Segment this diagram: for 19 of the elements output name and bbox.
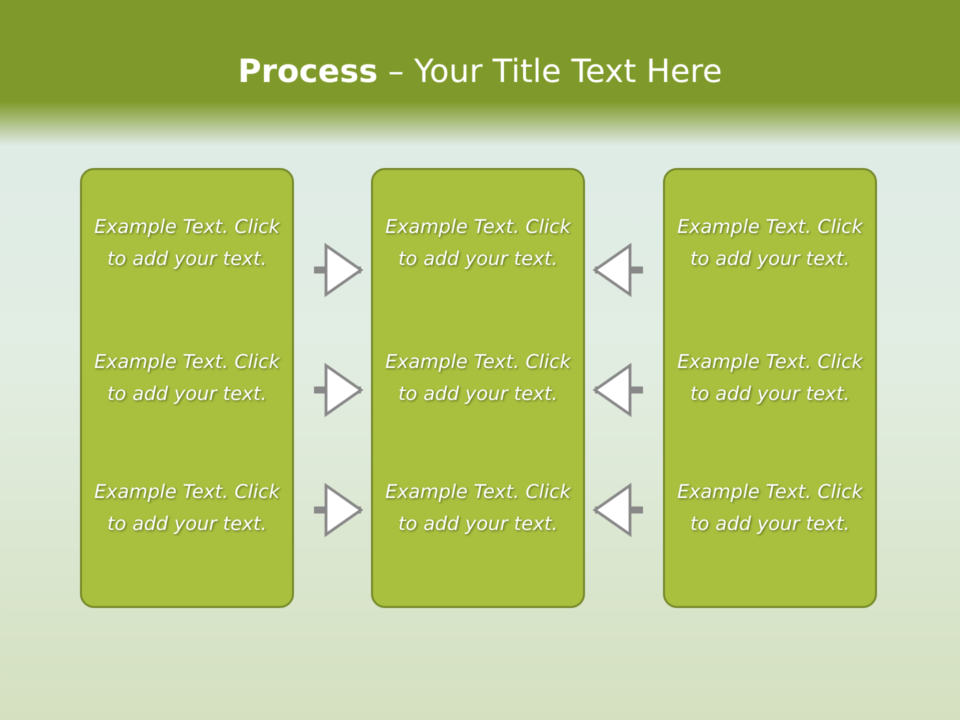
body-text: Example Text. Click to add your text. — [384, 215, 572, 272]
process-card — [371, 168, 585, 608]
body-text: Example Text. Click to add your text. — [384, 350, 572, 407]
arrow — [314, 484, 362, 536]
body-text: Example Text. Click to add your text. — [676, 350, 864, 407]
body-text: Example Text. Click to add your text. — [93, 350, 282, 407]
arrow — [594, 484, 643, 536]
arrow — [314, 244, 362, 296]
arrow — [314, 364, 362, 416]
body-text: Example Text. Click to add your text. — [676, 215, 864, 272]
arrow — [594, 244, 643, 296]
body-text: Example Text. Click to add your text. — [676, 480, 864, 537]
body-text: Example Text. Click to add your text. — [384, 480, 572, 537]
body-text: Example Text. Click to add your text. — [93, 215, 282, 272]
slide-title: Process – Your Title Text Here — [236, 52, 724, 90]
body-text: Example Text. Click to add your text. — [93, 480, 282, 537]
process-card — [663, 168, 877, 608]
arrow — [594, 364, 643, 416]
process-card — [80, 168, 294, 608]
